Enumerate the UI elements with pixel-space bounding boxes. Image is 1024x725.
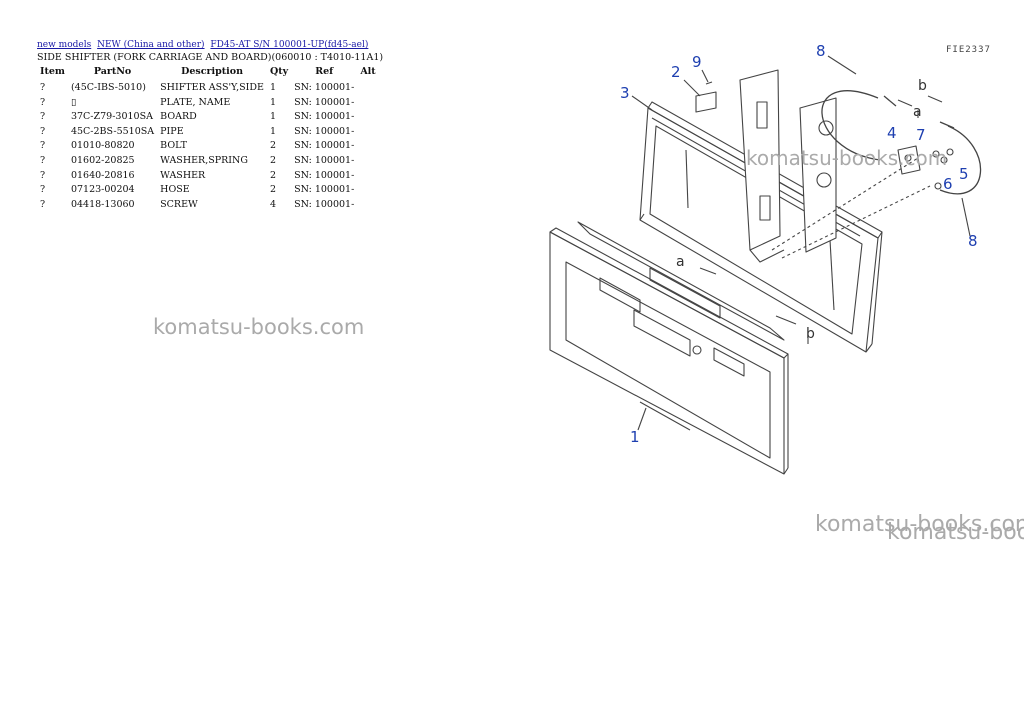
shifter-frame <box>549 221 789 475</box>
callout-8-top: 8 <box>816 42 826 60</box>
cell-description: HOSE <box>160 184 190 196</box>
cell-item: ? <box>40 169 46 181</box>
cell-item: ? <box>40 96 46 108</box>
cell-item: ? <box>40 198 46 210</box>
cell-qty: 1 <box>269 111 276 123</box>
cell-ref: SN: 100001- <box>294 111 355 123</box>
cell-description: BOLT <box>160 140 187 152</box>
breadcrumb-link-model[interactable]: FD45-AT S/N 100001-UP(fd45-ael) <box>210 40 369 50</box>
table-row: ? 01010-80820 BOLT 2 SN: 100001- <box>37 140 379 155</box>
name-plate <box>695 91 717 113</box>
col-partno: PartNo <box>93 66 132 77</box>
cell-item: ? <box>40 82 46 93</box>
col-item: Item <box>40 66 65 77</box>
cell-partno: 01010-80820 <box>70 140 135 152</box>
label-a-hose: a <box>913 104 922 120</box>
breadcrumb-link-new-models[interactable]: new models <box>37 40 92 50</box>
cell-ref: SN: 100001- <box>294 140 355 152</box>
watermark: komatsu-books.com <box>153 315 365 339</box>
breadcrumb: new models NEW (China and other) FD45-AT… <box>37 40 371 50</box>
cell-ref: SN: 100001- <box>294 96 355 108</box>
cell-partno: ▯ <box>70 96 77 108</box>
cell-qty: 2 <box>269 184 276 196</box>
cell-item: ? <box>40 111 46 123</box>
bracket-plates <box>739 69 837 263</box>
cell-ref: SN: 100001- <box>294 169 355 181</box>
callout-9: 9 <box>692 53 702 71</box>
col-description: Description <box>181 66 243 77</box>
table-row: ? 01640-20816 WASHER 2 SN: 100001- <box>37 170 379 185</box>
cell-ref: SN: 100001- <box>294 82 355 93</box>
cell-partno: 07123-00204 <box>70 184 135 196</box>
cell-description: SHIFTER ASS'Y,SIDE <box>160 82 264 93</box>
cell-qty: 4 <box>269 198 276 210</box>
cell-ref: SN: 100001- <box>294 125 355 137</box>
col-ref: Ref <box>315 66 334 77</box>
cell-item: ? <box>40 154 46 166</box>
cell-qty: 1 <box>269 96 276 108</box>
cell-ref: SN: 100001- <box>294 198 355 210</box>
cell-ref: SN: 100001- <box>294 184 355 196</box>
cell-qty: 2 <box>269 154 276 166</box>
callout-7: 7 <box>916 126 926 144</box>
cell-qty: 1 <box>269 125 276 137</box>
cell-partno: 04418-13060 <box>70 198 135 210</box>
callout-3: 3 <box>620 84 630 102</box>
cell-item: ? <box>40 184 46 196</box>
cell-description: PLATE, NAME <box>160 96 231 108</box>
cell-partno: (45C-IBS-5010) <box>70 82 146 93</box>
cell-description: PIPE <box>160 125 184 137</box>
table-row: ? 04418-13060 SCREW 4 SN: 100001- <box>37 199 379 214</box>
cell-description: BOARD <box>160 111 197 123</box>
callout-2: 2 <box>671 63 681 81</box>
table-row: ? 07123-00204 HOSE 2 SN: 100001- <box>37 184 379 199</box>
table-row: ? ▯ PLATE, NAME 1 SN: 100001- <box>37 97 379 112</box>
callout-6: 6 <box>943 175 953 193</box>
cell-description: WASHER <box>160 169 206 181</box>
hoses <box>821 90 982 195</box>
figure-code: FIE2337 <box>946 45 991 55</box>
fitting <box>897 145 954 190</box>
cell-description: SCREW <box>160 198 198 210</box>
watermark: komatsu-books.com <box>746 146 948 170</box>
watermark: komatsu-books.com <box>887 520 1024 545</box>
cell-item: ? <box>40 125 46 137</box>
cell-qty: 2 <box>269 169 276 181</box>
cell-ref: SN: 100001- <box>294 154 355 166</box>
cell-partno: 01602-20825 <box>70 154 135 166</box>
label-b-front: b <box>806 326 815 342</box>
cell-description: WASHER,SPRING <box>160 154 248 166</box>
cell-partno: 37C-Z79-3010SA <box>70 111 153 123</box>
table-row: ? 01602-20825 WASHER,SPRING 2 SN: 100001… <box>37 155 379 170</box>
cell-partno: 01640-20816 <box>70 169 135 181</box>
table-row: ? 45C-2BS-5510SA PIPE 1 SN: 100001- <box>37 126 379 141</box>
label-a-front: a <box>676 254 685 270</box>
callout-8-bottom: 8 <box>968 232 978 250</box>
col-alt: Alt <box>360 66 376 77</box>
cell-item: ? <box>40 140 46 152</box>
table-header-row: Item PartNo Description Qty Ref Alt <box>37 66 379 82</box>
callout-5: 5 <box>959 165 969 183</box>
callout-4: 4 <box>887 124 897 142</box>
callout-1: 1 <box>630 428 640 446</box>
breadcrumb-link-new-china[interactable]: NEW (China and other) <box>97 40 205 50</box>
watermark: komatsu-books.com <box>815 512 1024 537</box>
cell-qty: 1 <box>269 82 276 93</box>
page-title: SIDE SHIFTER (FORK CARRIAGE AND BOARD)(0… <box>37 52 384 63</box>
cell-qty: 2 <box>269 140 276 152</box>
cell-partno: 45C-2BS-5510SA <box>70 125 155 137</box>
parts-table: Item PartNo Description Qty Ref Alt ? (4… <box>37 66 379 213</box>
table-row: ? 37C-Z79-3010SA BOARD 1 SN: 100001- <box>37 111 379 126</box>
table-row: ? (45C-IBS-5010) SHIFTER ASS'Y,SIDE 1 SN… <box>37 82 379 97</box>
col-qty: Qty <box>269 66 289 77</box>
label-b-hose: b <box>918 78 927 94</box>
